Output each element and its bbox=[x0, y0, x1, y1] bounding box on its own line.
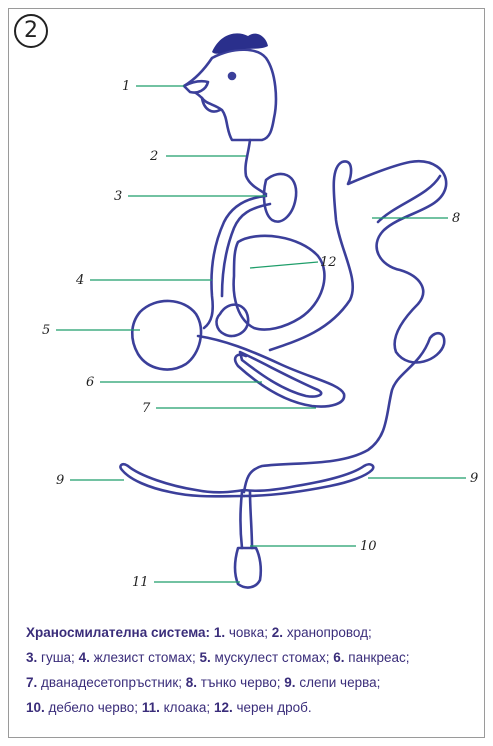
caption-text: жлезист стомах; bbox=[94, 650, 196, 665]
caption-num: 6. bbox=[333, 650, 344, 665]
caption-num: 7. bbox=[26, 675, 37, 690]
caption-text: дванадесетопръстник; bbox=[41, 675, 182, 690]
cecum-right bbox=[244, 464, 373, 496]
label-12: 12 bbox=[320, 255, 337, 270]
caption-text: хранопровод; bbox=[287, 625, 372, 640]
eye bbox=[229, 73, 235, 79]
label-2: 2 bbox=[149, 149, 158, 164]
cecum-left bbox=[120, 464, 244, 496]
caption-text: тънко черво; bbox=[201, 675, 281, 690]
caption-num: 8. bbox=[186, 675, 197, 690]
label-9-right: 9 bbox=[470, 471, 478, 486]
caption-num: 2. bbox=[272, 625, 283, 640]
chicken-head bbox=[184, 50, 276, 140]
label-3: 3 bbox=[114, 189, 122, 204]
caption-num: 10. bbox=[26, 700, 45, 715]
caption-text: мускулест стомах; bbox=[215, 650, 330, 665]
caption-num: 12. bbox=[214, 700, 233, 715]
caption-row-1: Храносмилателна система: 1. човка; 2. хр… bbox=[26, 620, 486, 645]
caption-num: 3. bbox=[26, 650, 37, 665]
caption-text: панкреас; bbox=[348, 650, 409, 665]
figure-caption: Храносмилателна система: 1. човка; 2. хр… bbox=[26, 620, 486, 720]
label-7: 7 bbox=[142, 401, 151, 416]
label-8: 8 bbox=[452, 211, 460, 226]
caption-text: човка; bbox=[229, 625, 268, 640]
caption-row-3: 7. дванадесетопръстник; 8. тънко черво; … bbox=[26, 670, 486, 695]
caption-num: 1. bbox=[214, 625, 225, 640]
caption-row-2: 3. гуша; 4. жлезист стомах; 5. мускулест… bbox=[26, 645, 486, 670]
label-6: 6 bbox=[86, 375, 94, 390]
caption-title: Храносмилателна система: bbox=[26, 625, 210, 640]
leader-lines bbox=[56, 86, 466, 582]
caption-text: клоака; bbox=[164, 700, 211, 715]
caption-text: черен дроб. bbox=[237, 700, 312, 715]
caption-text: слепи черва; bbox=[299, 675, 380, 690]
caption-num: 9. bbox=[284, 675, 295, 690]
label-10: 10 bbox=[360, 539, 377, 554]
crop bbox=[264, 174, 296, 222]
caption-row-4: 10. дебело черво; 11. клоака; 12. черен … bbox=[26, 695, 486, 720]
caption-text: дебело черво; bbox=[49, 700, 139, 715]
label-11: 11 bbox=[132, 575, 149, 590]
caption-num: 5. bbox=[199, 650, 210, 665]
caption-num: 4. bbox=[79, 650, 90, 665]
pancreas bbox=[240, 352, 321, 397]
label-4: 4 bbox=[75, 273, 84, 288]
label-5: 5 bbox=[42, 323, 50, 338]
gizzard bbox=[132, 301, 201, 369]
label-9-left: 9 bbox=[56, 473, 64, 488]
caption-text: гуша; bbox=[41, 650, 75, 665]
label-1: 1 bbox=[122, 79, 130, 94]
small-intestine bbox=[244, 161, 446, 492]
large-intestine bbox=[241, 492, 253, 548]
duodenum bbox=[198, 336, 344, 407]
caption-num: 11. bbox=[142, 700, 160, 715]
esophagus bbox=[245, 140, 266, 194]
